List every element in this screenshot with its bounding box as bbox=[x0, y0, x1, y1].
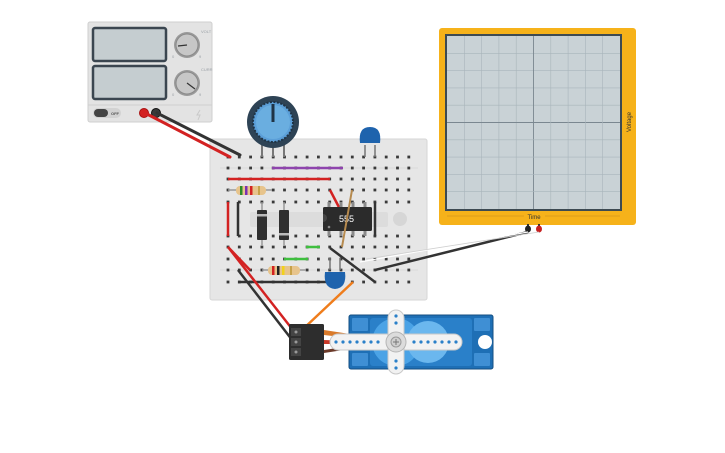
breadboard-notch bbox=[393, 212, 407, 226]
probe-wire-red-lead[interactable] bbox=[365, 231, 540, 260]
voltage-knob-min: 0 bbox=[172, 54, 175, 59]
voltage-display bbox=[91, 26, 168, 63]
black-diagonal-jumper[interactable] bbox=[329, 247, 376, 283]
ceramic-capacitor-bottom[interactable] bbox=[324, 258, 346, 289]
oscilloscope-x-label: Time bbox=[527, 215, 541, 221]
oscilloscope-grid bbox=[447, 36, 620, 209]
servo-power-wire[interactable] bbox=[227, 246, 297, 335]
probe-wire-black[interactable] bbox=[374, 230, 529, 272]
servo-signal-wire[interactable] bbox=[301, 281, 354, 331]
oscilloscope-probe-red[interactable] bbox=[536, 224, 542, 233]
power-switch[interactable]: OFF bbox=[93, 108, 121, 118]
ceramic-capacitor-top[interactable] bbox=[359, 127, 381, 157]
voltage-knob-max: 9 bbox=[199, 54, 202, 59]
diode-left[interactable] bbox=[257, 202, 267, 245]
voltage-knob[interactable] bbox=[174, 32, 200, 58]
diode-right[interactable] bbox=[279, 202, 289, 245]
brown-component-lead[interactable] bbox=[341, 189, 353, 248]
oscilloscope-probe-black[interactable] bbox=[525, 224, 531, 233]
current-knob-max: 9 bbox=[199, 92, 202, 97]
oscilloscope-y-label: Voltage bbox=[627, 111, 633, 132]
voltage-knob-label: VOLT bbox=[201, 29, 212, 34]
servo-wires[interactable] bbox=[227, 246, 354, 346]
current-knob-label: CURR bbox=[201, 67, 213, 72]
power-switch-label: OFF bbox=[111, 111, 120, 116]
power-supply[interactable]: VOLT CURR 0 9 0 9 OFF bbox=[87, 21, 213, 123]
lightning-icon bbox=[196, 109, 201, 121]
servo-motor[interactable] bbox=[329, 309, 494, 375]
psu-positive-wire[interactable] bbox=[143, 111, 232, 159]
potentiometer[interactable] bbox=[247, 96, 299, 157]
oscilloscope[interactable]: Voltage Time bbox=[439, 28, 636, 233]
servo-ground-wire[interactable] bbox=[237, 269, 297, 346]
current-display bbox=[91, 64, 168, 101]
resistor-top[interactable] bbox=[228, 186, 272, 195]
resistor-bottom[interactable] bbox=[262, 266, 306, 275]
wires[interactable] bbox=[143, 111, 377, 284]
current-knob[interactable] bbox=[174, 70, 200, 96]
servo-horn[interactable] bbox=[329, 309, 463, 375]
psu-negative-wire[interactable] bbox=[155, 111, 242, 157]
current-knob-min: 0 bbox=[172, 92, 175, 97]
